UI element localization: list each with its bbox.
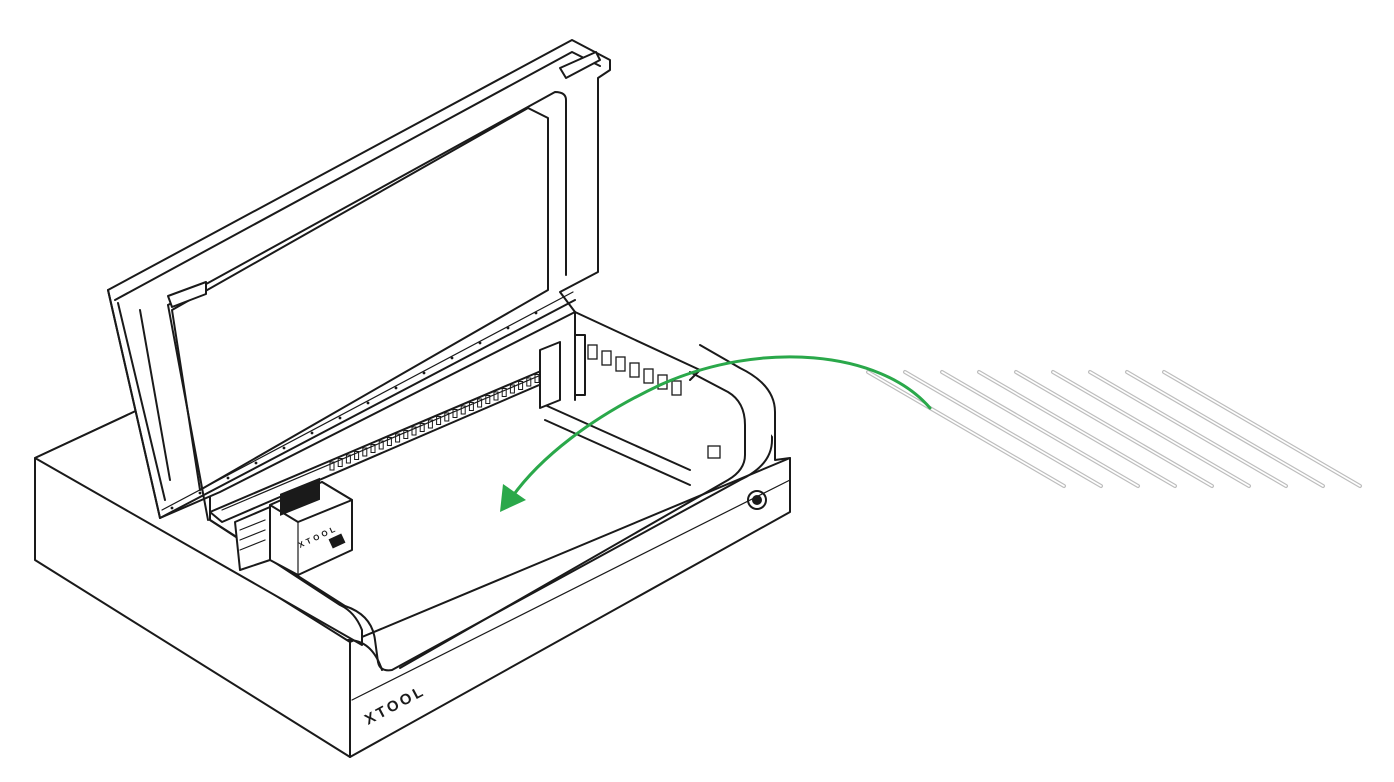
lid-rivet (366, 401, 370, 405)
rail-blocks (587, 344, 721, 459)
gantry-teeth (329, 374, 540, 471)
gantry-tooth (452, 409, 458, 418)
machine-lid (107, 39, 611, 521)
slat-highlight (904, 371, 1102, 487)
gantry-tooth (362, 447, 368, 457)
slat-highlight (941, 371, 1139, 487)
gantry-tooth (477, 398, 483, 408)
rail-block (615, 356, 626, 372)
gantry-tooth (460, 405, 466, 415)
rail-block (643, 368, 654, 384)
gantry-tooth (354, 451, 360, 460)
lid-rivet (282, 446, 286, 450)
gantry-tooth (436, 416, 442, 425)
gantry-tooth (444, 412, 450, 422)
lid-rivet (170, 506, 174, 510)
lid-rivet (226, 476, 230, 480)
lid-rivet (534, 311, 538, 315)
lid-rivet (254, 461, 258, 465)
gantry-tooth (526, 377, 532, 387)
gantry-tooth (411, 426, 417, 436)
gantry-tooth (534, 374, 540, 383)
lid-rivets (170, 311, 538, 510)
gantry-tooth (501, 388, 507, 397)
rail-block (629, 362, 640, 378)
lid-rivet (422, 371, 426, 375)
lid-rivet (450, 356, 454, 360)
slat-highlight (1052, 371, 1250, 487)
gantry-tooth (378, 440, 384, 450)
gantry-tooth (493, 391, 499, 401)
rail-clip (707, 445, 721, 459)
slat-highlight (1089, 371, 1287, 487)
gantry-tooth (386, 437, 392, 446)
rail-block (587, 344, 598, 360)
slat-highlight (867, 371, 1065, 487)
lid-rivet (394, 386, 398, 390)
rail-block (601, 350, 612, 366)
work-area: XTOOL (209, 311, 701, 576)
gantry-tooth (345, 454, 351, 464)
lid-rivet (478, 341, 482, 345)
slat-highlight (978, 371, 1176, 487)
curved-arrow-icon (500, 355, 932, 512)
rail-block (671, 380, 682, 396)
gantry-tooth (468, 402, 474, 411)
gantry-tooth (419, 423, 425, 432)
lid-rivet (310, 431, 314, 435)
slat-highlight (1015, 371, 1213, 487)
gantry-tooth (427, 419, 433, 429)
gantry-tooth (518, 381, 524, 390)
gantry-tooth (485, 395, 491, 404)
gantry-tooth (370, 444, 376, 453)
gantry-tooth (329, 461, 335, 471)
lid-rivet (198, 491, 202, 495)
lid-rivet (506, 326, 510, 330)
slat-highlight (1163, 371, 1361, 487)
slat-highlight (1126, 371, 1324, 487)
gantry-tooth (403, 430, 409, 439)
gantry-tooth (395, 433, 401, 443)
lid-rivet (338, 416, 342, 420)
gantry-tooth (509, 384, 515, 394)
gantry-tooth (337, 458, 343, 467)
honeycomb-slats (866, 370, 1362, 488)
